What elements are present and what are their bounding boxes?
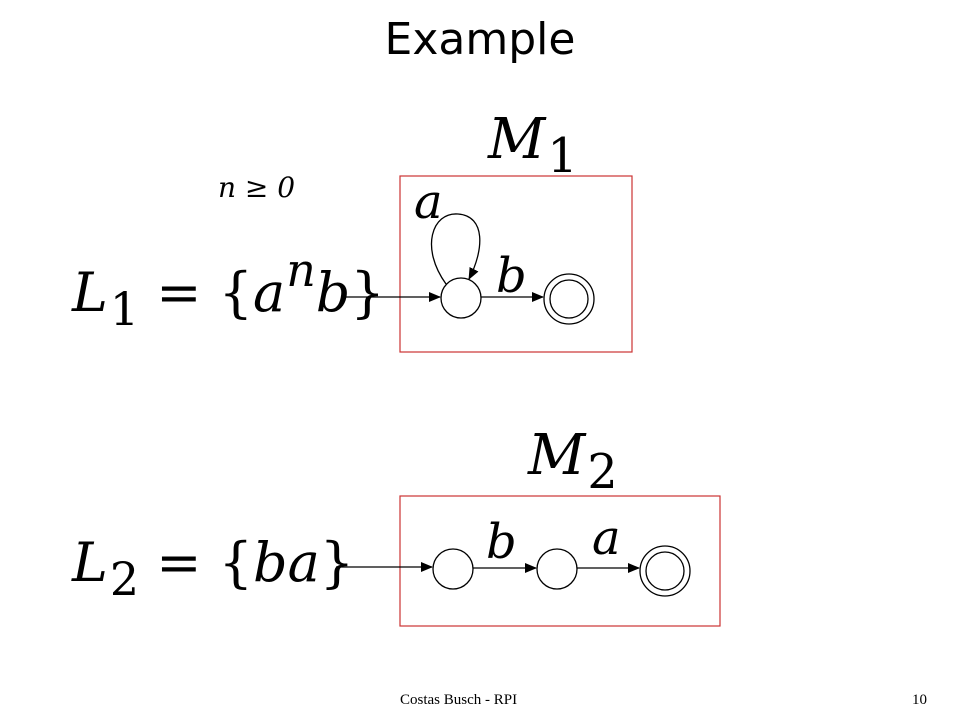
machine2-name: M2 [528,428,618,497]
machine1-state-accepting-outer [543,273,595,325]
machine1-letter: M [488,107,546,172]
lang1-tail: b [315,261,351,325]
lang1-definition: L1 = {anb} [72,247,385,336]
machine1-box [399,175,633,353]
lang2-equals: = [156,531,202,594]
machine1-index: 1 [547,129,578,185]
slide-title: Example [384,14,576,65]
machine2-state-initial [432,548,474,590]
machine1-state-initial [440,277,482,319]
footer-page-number: 10 [912,692,927,708]
machine2-index: 2 [587,445,618,501]
machine2-state-accepting-inner [645,551,685,591]
machine2-edge1-label: b [486,514,517,570]
machine2-box [399,495,721,627]
lang2-lbrace: { [218,531,254,594]
lang1-base: a [253,261,286,325]
machine1-edge-label: b [496,248,527,304]
machine2-state-accepting-outer [639,545,691,597]
lang2-index: 2 [109,551,140,606]
lang1-constraint: n ≥ 0 [218,171,296,204]
lang1-equals: = [156,261,202,325]
lang1-exp: n [286,243,316,297]
lang2-word: ba [253,531,320,594]
lang2-definition: L2 = {ba} [72,536,354,603]
lang1-lbrace: { [218,261,254,325]
lang2-rbrace: } [319,531,355,594]
machine2-letter: M [528,423,586,488]
machine1-loop-label: a [414,174,443,230]
machine2-state-middle [536,548,578,590]
footer-author: Costas Busch - RPI [400,692,518,708]
machine1-state-accepting-inner [549,279,589,319]
machine1-name: M1 [488,112,578,181]
lang2-letter: L [72,531,108,594]
lang1-letter: L [72,261,108,325]
machine1-loop-arrow [430,213,481,285]
lang1-rbrace: } [350,261,385,325]
lang1-index: 1 [109,282,140,336]
machine2-edge2-label: a [592,510,621,566]
